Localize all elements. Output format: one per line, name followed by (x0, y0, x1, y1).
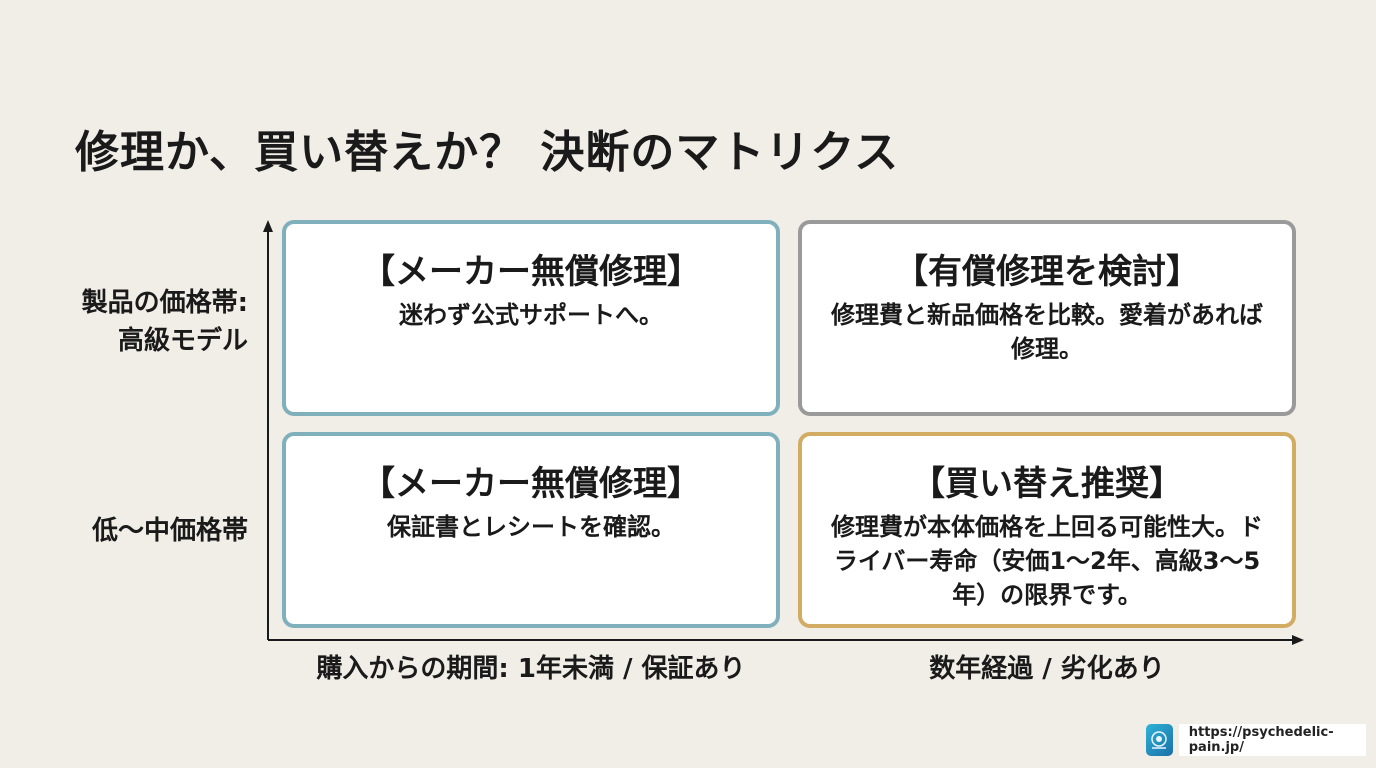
quadrant-bottom-left: 【メーカー無償修理】 保証書とレシートを確認。 (282, 432, 780, 628)
site-url[interactable]: https://psychedelic-pain.jp/ (1178, 724, 1366, 756)
y-axis-label-high-line2: 高級モデル (117, 326, 248, 356)
quadrant-heading: 【有償修理を検討】 (894, 252, 1200, 292)
quadrant-bottom-right: 【買い替え推奨】 修理費が本体価格を上回る可能性大。ドライバー寿命（安価1〜2年… (798, 432, 1296, 628)
x-axis-arrow (1292, 635, 1304, 645)
quadrant-top-left: 【メーカー無償修理】 迷わず公式サポートへ。 (282, 220, 780, 416)
quadrant-body: 迷わず公式サポートへ。 (399, 301, 663, 329)
quadrant-heading: 【買い替え推奨】 (911, 464, 1183, 504)
y-axis-label-high: 製品の価格帯: 高級モデル (82, 284, 248, 360)
device-hack-logo-icon (1146, 724, 1173, 756)
logo-emblem (1151, 731, 1168, 749)
y-axis-arrow (263, 220, 273, 232)
quadrant-body: 修理費が本体価格を上回る可能性大。ドライバー寿命（安価1〜2年、高級3〜5年）の… (831, 513, 1263, 609)
quadrant-body: 修理費と新品価格を比較。愛着があれば修理。 (831, 301, 1263, 363)
footer-badge: https://psychedelic-pain.jp/ (1146, 722, 1366, 758)
quadrant-heading: 【メーカー無償修理】 (361, 252, 701, 292)
y-axis-label-high-line1: 製品の価格帯: (81, 288, 248, 318)
quadrant-heading: 【メーカー無償修理】 (361, 464, 701, 504)
page-title: 修理か、買い替えか？ 決断のマトリクス (75, 127, 900, 178)
x-axis-label-short: 購入からの期間: 1年未満 / 保証あり (316, 654, 746, 684)
quadrant-body: 保証書とレシートを確認。 (387, 513, 675, 541)
quadrant-top-right: 【有償修理を検討】 修理費と新品価格を比較。愛着があれば修理。 (798, 220, 1296, 416)
y-axis-label-low: 低〜中価格帯 (91, 516, 248, 546)
x-axis-label-long: 数年経過 / 劣化あり (929, 654, 1165, 684)
